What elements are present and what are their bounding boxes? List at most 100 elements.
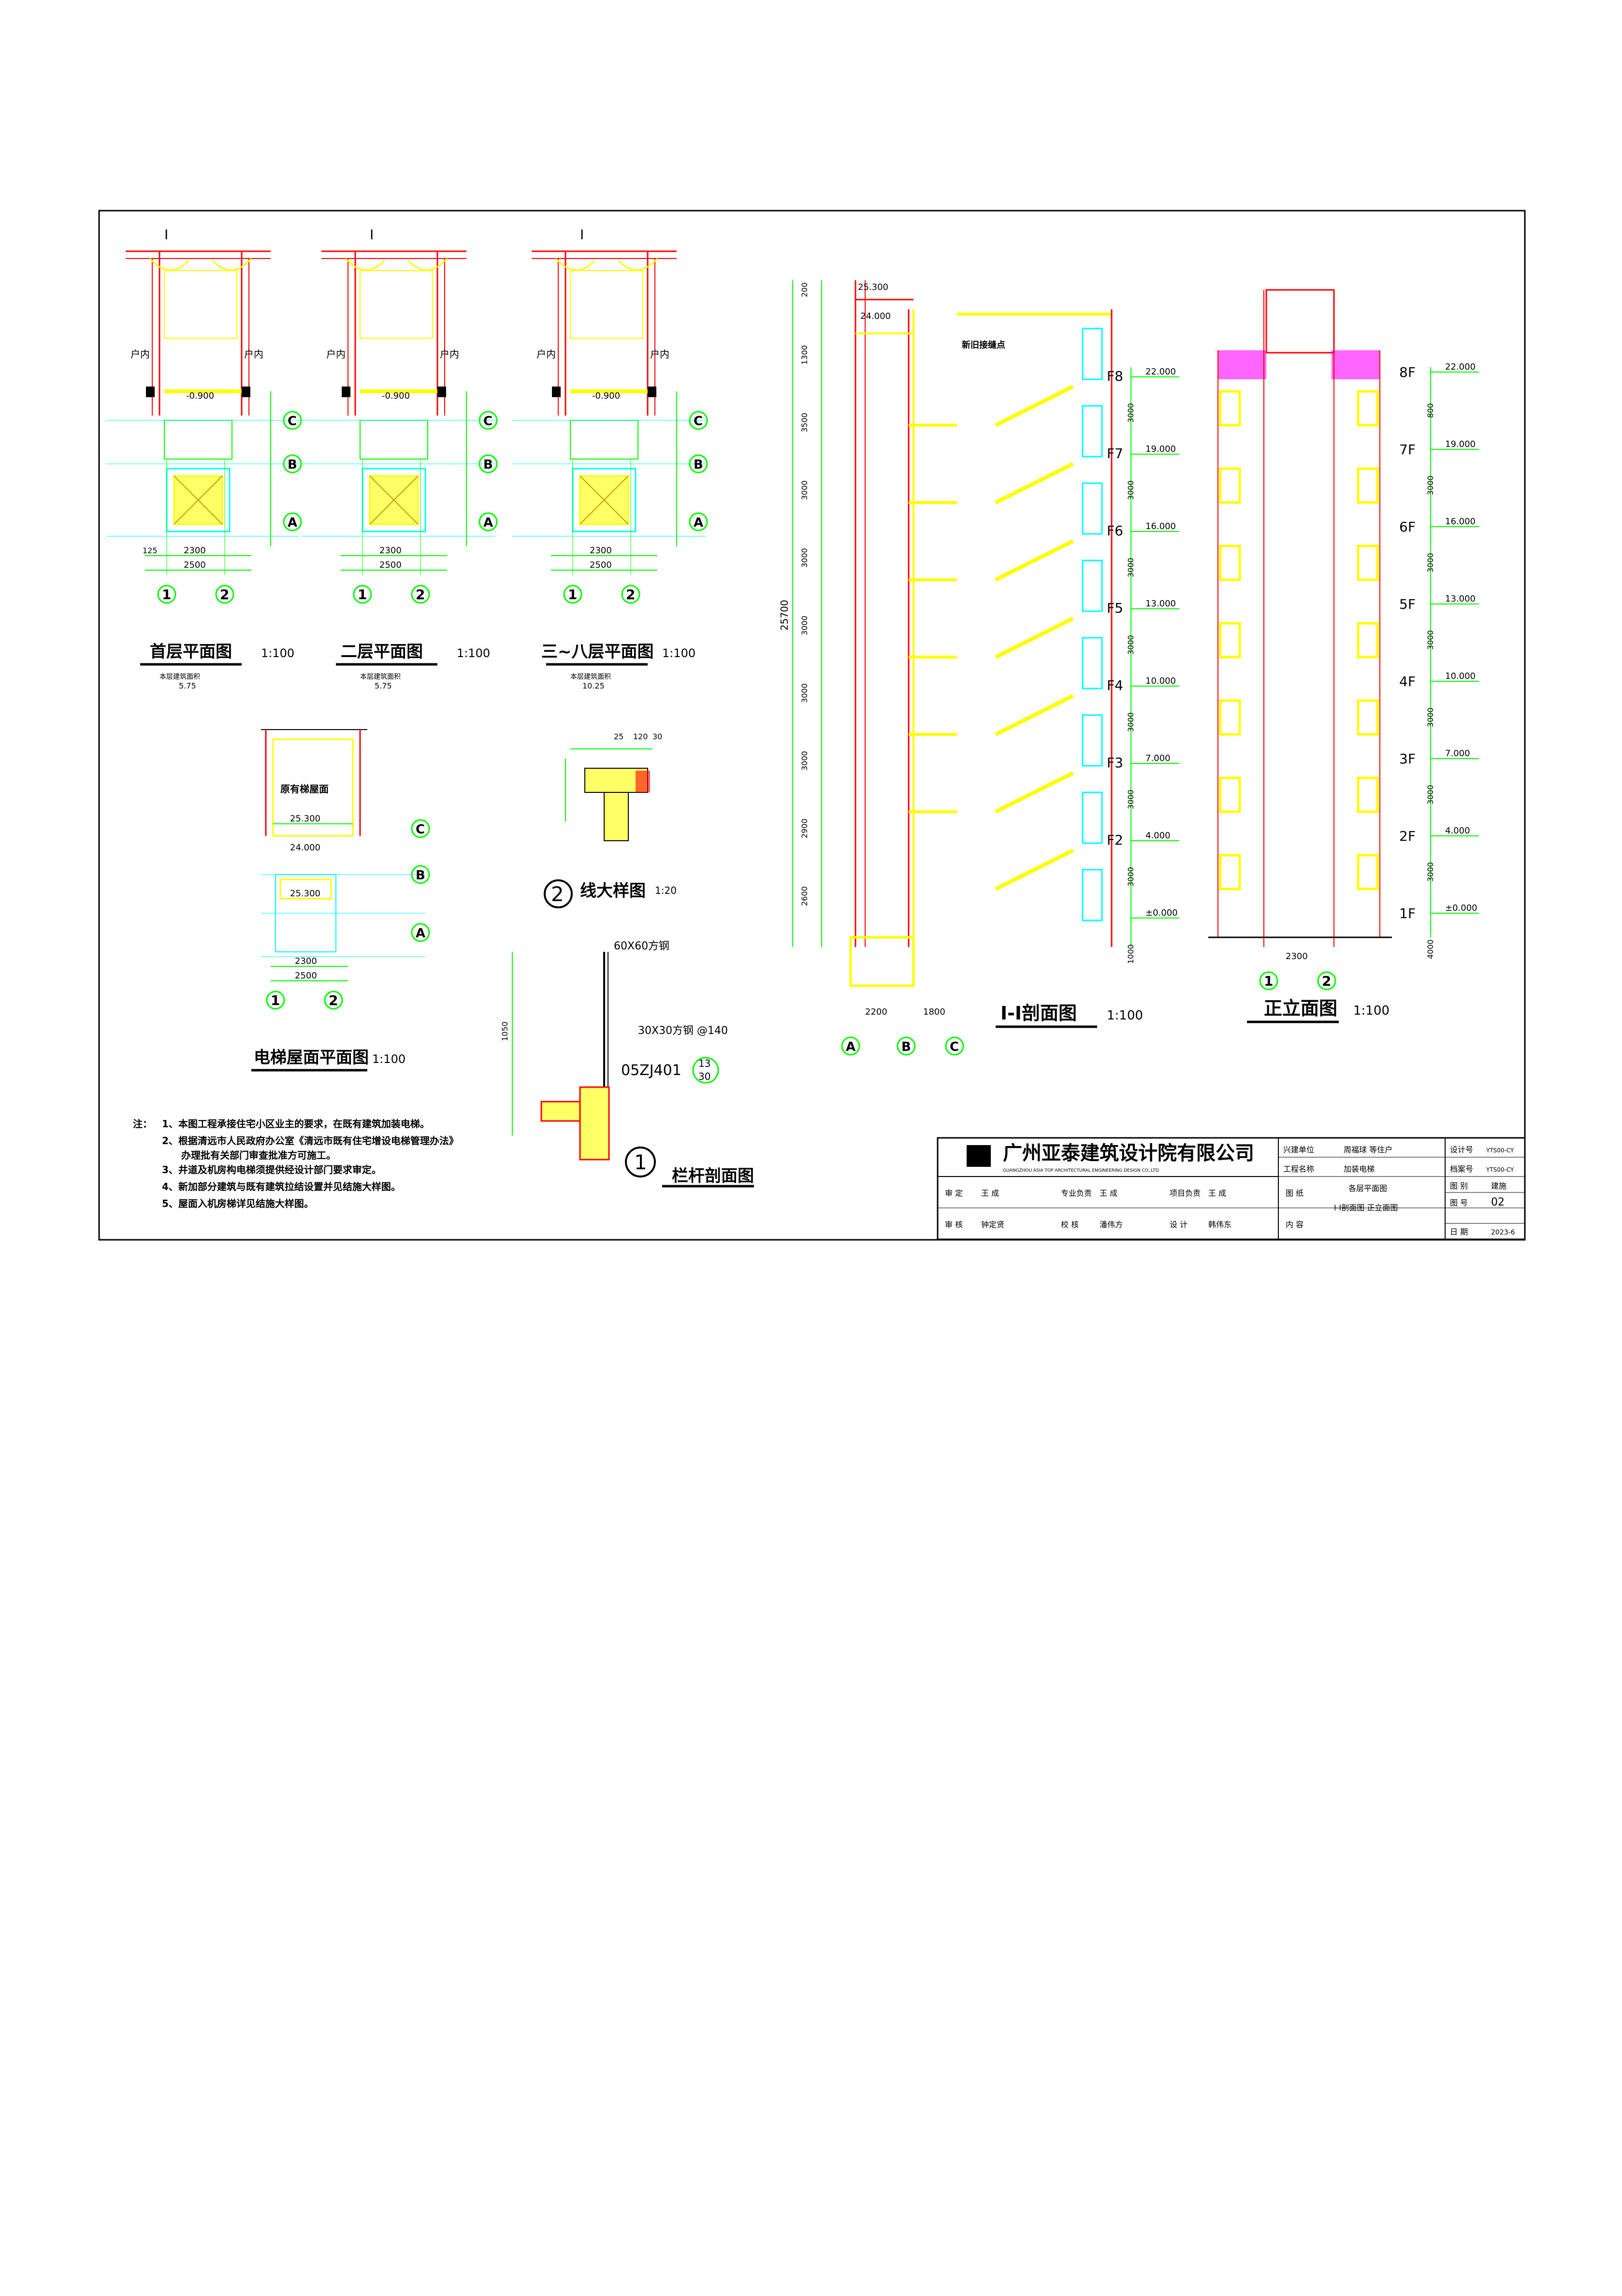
project-value: 加装电梯 bbox=[1344, 1164, 1375, 1174]
plan-scale: 1:100 bbox=[662, 646, 695, 660]
grid-label-2: 2 bbox=[626, 587, 635, 603]
content-line1: 各层平面图 bbox=[1348, 1184, 1387, 1193]
dim-125: 125 bbox=[143, 546, 158, 555]
front-elevation: 1 2 2300 正立面图 1:100 bbox=[1208, 289, 1431, 1023]
client-label: 兴建单位 bbox=[1283, 1145, 1314, 1154]
area-label: 本层建筑面积 bbox=[159, 673, 200, 681]
note-item: 2、根据清远市人民政府办公室《清远市既有住宅增设电梯管理办法》 bbox=[162, 1135, 459, 1147]
line-detail-number: 2 bbox=[551, 882, 564, 906]
floor-label: F6 bbox=[1107, 523, 1123, 539]
section-footer: A B C 2200 1800 I-I剖面图 1:100 bbox=[841, 1003, 1143, 1056]
design-name: 韩伟东 bbox=[1208, 1220, 1231, 1229]
grid-label-2: 2 bbox=[329, 992, 338, 1008]
total-height: 25700 bbox=[779, 600, 790, 631]
area-value: 5.75 bbox=[375, 681, 392, 690]
section-scale: 1:100 bbox=[1107, 1008, 1143, 1023]
dim-2300: 2300 bbox=[1286, 951, 1308, 961]
room-label: 户内 bbox=[326, 348, 346, 360]
floor-label: F3 bbox=[1107, 755, 1123, 771]
roof-elev-mid: 24.000 bbox=[290, 843, 320, 853]
company-en: GUANGZHOU ASIA TOP ARCHITECTURAL ENGINEE… bbox=[1003, 1168, 1159, 1173]
company-logo bbox=[967, 1145, 991, 1167]
floor-elevation: 4.000 bbox=[1145, 831, 1171, 841]
category-value: 建施 bbox=[1491, 1181, 1506, 1191]
dim-label: 2600 bbox=[800, 886, 809, 906]
grid-label-c: C bbox=[483, 414, 492, 429]
date-value: 2023-6 bbox=[1491, 1229, 1515, 1236]
floor-label: 5F bbox=[1399, 596, 1416, 612]
grid-label-a: A bbox=[483, 516, 493, 530]
floor-label: 8F bbox=[1399, 364, 1416, 380]
dim-label: 3000 bbox=[1126, 789, 1135, 809]
dim-label: 3000 bbox=[1426, 707, 1435, 727]
dim-label: 3000 bbox=[800, 480, 809, 500]
sheet-value: 02 bbox=[1491, 1196, 1505, 1208]
sheet-label: 图 号 bbox=[1450, 1198, 1468, 1207]
major-label: 专业负责 bbox=[1061, 1189, 1092, 1198]
plan-title: 二层平面图 bbox=[341, 642, 423, 661]
plan-scale: 1:100 bbox=[457, 646, 490, 660]
plan-title: 首层平面图 bbox=[150, 642, 232, 661]
dim-label: 3000 bbox=[1126, 558, 1135, 577]
dim-label: 2900 bbox=[800, 818, 809, 838]
roof-elev-low: 25.300 bbox=[290, 889, 320, 899]
floor-label: 4F bbox=[1399, 674, 1416, 689]
content-line2: I-I剖面图 正立面图 bbox=[1334, 1203, 1398, 1212]
project-label: 工程名称 bbox=[1283, 1164, 1314, 1174]
grid-label-c: C bbox=[288, 414, 297, 429]
elevation-scale: 1:100 bbox=[1353, 1004, 1390, 1018]
floor-elevation: 13.000 bbox=[1445, 594, 1476, 604]
dim-label: 3000 bbox=[1126, 480, 1135, 500]
floor-label: F2 bbox=[1107, 832, 1123, 848]
floor-label: F8 bbox=[1107, 368, 1123, 384]
grid-label-b: B bbox=[694, 458, 703, 472]
railing-ref: 05ZJ401 bbox=[621, 1062, 681, 1079]
grid-2: 2 bbox=[1322, 973, 1331, 989]
design-no-label: 设计号 bbox=[1450, 1145, 1473, 1154]
typical-floor-plan: I 户内 户内 -0.900 1 2 C B A 2300 2500 三~八层平… bbox=[512, 227, 707, 690]
floor-elevation: 7.000 bbox=[1145, 753, 1171, 763]
floor-label: 6F bbox=[1399, 519, 1416, 535]
area-value: 10.25 bbox=[582, 681, 605, 690]
grid-label-1: 1 bbox=[162, 587, 171, 603]
dim-label: 3000 bbox=[1126, 635, 1135, 655]
note-item: 1、本图工程承接住宅小区业主的要求，在既有建筑加装电梯。 bbox=[162, 1118, 430, 1130]
elev-label: -0.900 bbox=[382, 391, 410, 401]
junction-label: 新旧接缝点 bbox=[962, 340, 1005, 350]
check-label: 校 核 bbox=[1061, 1220, 1079, 1229]
floor-elevation: 22.000 bbox=[1445, 362, 1476, 372]
roof-elev: 25.300 bbox=[858, 282, 888, 292]
check-name: 潘伟方 bbox=[1100, 1220, 1123, 1229]
project-lead-label: 项目负责 bbox=[1170, 1189, 1201, 1198]
section-mark: I bbox=[370, 227, 374, 243]
major-name: 王 成 bbox=[1100, 1189, 1117, 1198]
second-floor-plan: I 户内 户内 -0.900 1 2 C B A 2300 2500 二层平面图… bbox=[302, 227, 497, 690]
roof-elev: 24.000 bbox=[860, 311, 891, 321]
roof-room-label: 原有梯屋面 bbox=[280, 783, 329, 795]
dim-2300: 2300 bbox=[590, 545, 612, 556]
floor-label: F5 bbox=[1107, 600, 1123, 616]
grid-label-1: 1 bbox=[568, 587, 577, 603]
floor-label: F7 bbox=[1107, 445, 1123, 461]
room-label: 户内 bbox=[536, 348, 556, 360]
ground-floor-plan: I 户内 户内 -0.900 1 2 C B A 2300 2500 125 首… bbox=[106, 227, 301, 690]
grid-label-b: B bbox=[416, 868, 425, 883]
dim: 1800 bbox=[923, 1007, 945, 1017]
floor-elevation: 16.000 bbox=[1145, 521, 1176, 531]
dim: 2200 bbox=[865, 1007, 887, 1017]
floor-label: 1F bbox=[1399, 905, 1416, 921]
sheet-border bbox=[98, 210, 1526, 1241]
design-no-value: YTS00-CY bbox=[1486, 1147, 1514, 1154]
roof-elev-top: 25.300 bbox=[290, 814, 320, 824]
archive-label: 档案号 bbox=[1450, 1164, 1473, 1174]
roof-plan-title: 电梯屋面平面图 bbox=[254, 1048, 369, 1067]
dim-2300: 2300 bbox=[184, 545, 206, 556]
room-label: 户内 bbox=[130, 348, 150, 360]
floor-elevation: 22.000 bbox=[1145, 367, 1176, 377]
dim-2500: 2500 bbox=[184, 560, 206, 570]
note-item: 5、屋面入机房梯详见结施大样图。 bbox=[162, 1198, 314, 1209]
dim: 25 bbox=[614, 732, 623, 741]
dim-2500: 2500 bbox=[590, 560, 612, 570]
